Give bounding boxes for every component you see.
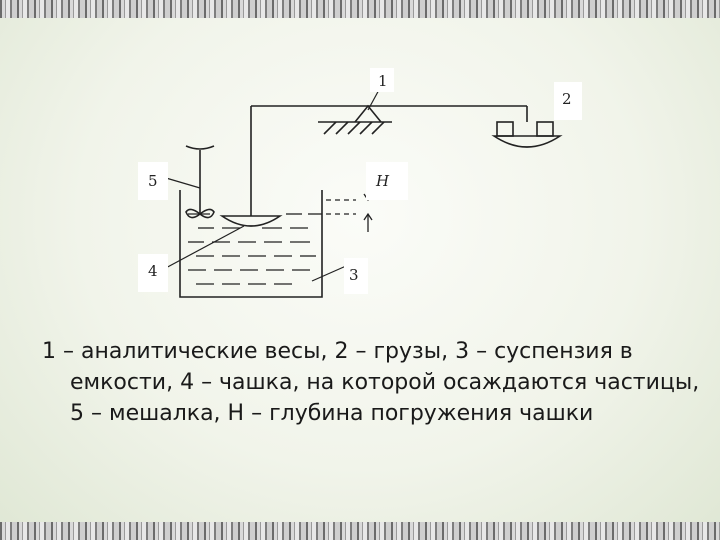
balance-support	[318, 104, 392, 135]
caption-text: 1 – аналитические весы, 2 – грузы, 3 – с…	[42, 339, 700, 426]
suspension-liquid	[188, 213, 322, 285]
decorative-bottom-strip	[0, 522, 720, 540]
balance-beam	[250, 105, 528, 216]
label-5: 5	[138, 162, 168, 200]
suspension-container	[179, 190, 323, 298]
svg-text:H: H	[375, 172, 390, 190]
sedimentation-balance-diagram: 1 2 5 H 4 3	[138, 68, 582, 298]
decorative-top-strip	[0, 0, 720, 18]
label-h: H	[366, 162, 408, 200]
diagram-caption: 1 – аналитические весы, 2 – грузы, 3 – с…	[42, 336, 702, 429]
label-leaders	[161, 87, 381, 282]
svg-text:2: 2	[562, 90, 572, 108]
label-2: 2	[554, 82, 582, 120]
svg-text:5: 5	[148, 172, 158, 190]
svg-text:1: 1	[378, 72, 388, 90]
label-3: 3	[344, 258, 368, 294]
sediment-cup	[219, 215, 283, 227]
stirrer	[185, 145, 215, 219]
weights-pan	[491, 121, 563, 148]
immersion-depth-marker	[326, 184, 373, 232]
label-4: 4	[138, 254, 168, 292]
svg-text:4: 4	[148, 262, 158, 280]
label-1: 1	[370, 68, 394, 92]
svg-text:3: 3	[349, 266, 359, 284]
